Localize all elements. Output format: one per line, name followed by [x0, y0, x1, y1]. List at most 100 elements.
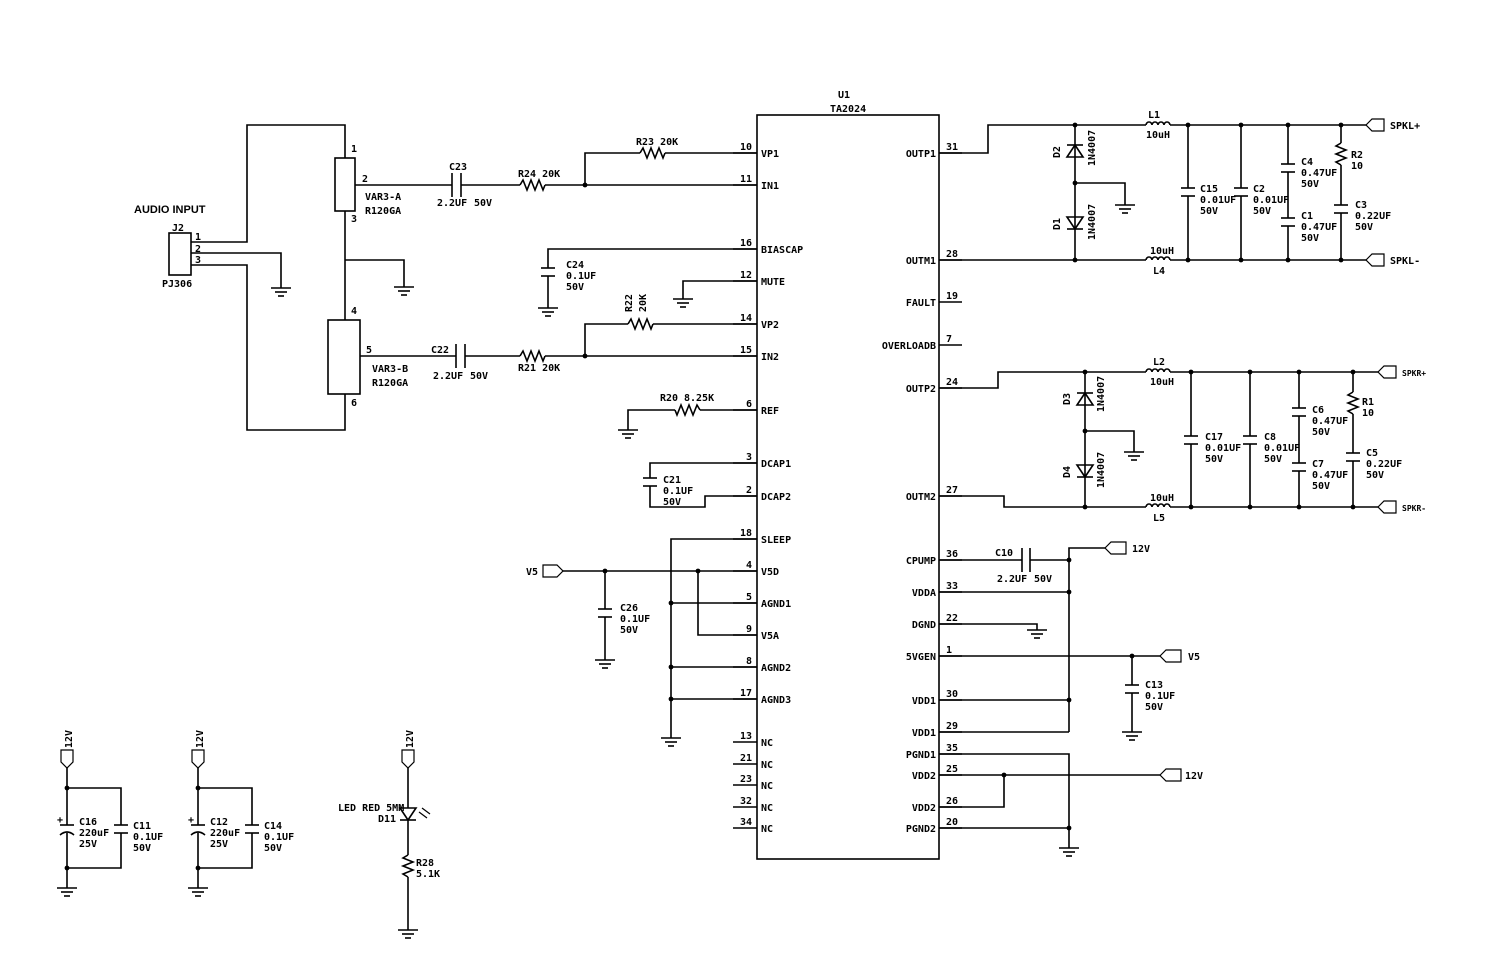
spkr-neg-port[interactable]: [1377, 500, 1397, 514]
l2-val: 10uH: [1150, 377, 1174, 388]
v5-port-right[interactable]: [1159, 649, 1182, 663]
pin-name: OUTM1: [906, 256, 936, 267]
12v-port-4[interactable]: [191, 749, 205, 769]
diode-d2[interactable]: [1065, 143, 1085, 158]
pot-var3-a[interactable]: [334, 157, 356, 212]
spkr-pos-port[interactable]: [1377, 365, 1397, 379]
12v-port-3[interactable]: [60, 749, 74, 769]
spkl-neg-port[interactable]: [1365, 253, 1385, 267]
resistor-r24[interactable]: [519, 177, 546, 193]
12v-port-2[interactable]: [1159, 768, 1182, 782]
c4-ref: C4: [1301, 157, 1313, 168]
cap-c17[interactable]: [1184, 372, 1198, 507]
resistor-r20[interactable]: [674, 402, 701, 418]
diode-d3[interactable]: [1075, 391, 1095, 406]
pin-number: 26: [946, 796, 958, 807]
r1-c5[interactable]: [1345, 372, 1361, 507]
pin-name: NC: [761, 738, 773, 749]
l1-ref: L1: [1148, 110, 1160, 121]
ground-icon: [57, 887, 77, 897]
c1-volt: 50V: [1301, 233, 1319, 244]
cap-c8[interactable]: [1243, 372, 1257, 507]
ic-u1[interactable]: U1 TA2024: [756, 90, 940, 860]
resistor-r23[interactable]: [639, 145, 666, 161]
d1-ref: D1: [1052, 218, 1063, 230]
ground-icon: [595, 659, 615, 669]
jack-j2[interactable]: [168, 232, 192, 276]
spkl-pos-port[interactable]: [1365, 118, 1385, 132]
inductor-l4[interactable]: [1145, 256, 1171, 261]
12v-port-5[interactable]: [401, 749, 415, 769]
resistor-r22[interactable]: [627, 316, 654, 332]
c7-volt: 50V: [1312, 481, 1330, 492]
diode-d1[interactable]: [1065, 216, 1085, 231]
r2-c3[interactable]: [1333, 125, 1349, 260]
led-d11[interactable]: [398, 807, 418, 822]
pot-var3-b[interactable]: [327, 319, 361, 395]
v5-port-left[interactable]: [542, 564, 564, 578]
r2-ref: R2: [1351, 150, 1363, 161]
d2-ref: D2: [1052, 146, 1063, 158]
c2-volt: 50V: [1253, 206, 1271, 217]
pin-number: 29: [946, 721, 958, 732]
inductor-l5[interactable]: [1145, 503, 1171, 508]
resistor-r21[interactable]: [519, 348, 546, 364]
pin-name: VP2: [761, 320, 779, 331]
c6-val: 0.47UF: [1312, 416, 1348, 427]
inductor-l2[interactable]: [1145, 368, 1171, 373]
d4-part: 1N4007: [1096, 452, 1107, 488]
resistor-r28[interactable]: [400, 854, 416, 878]
cap-c6-c7[interactable]: [1292, 372, 1306, 507]
pin-name: MUTE: [761, 277, 785, 288]
cap-c15[interactable]: [1181, 125, 1195, 260]
diode-d4[interactable]: [1075, 464, 1095, 479]
ground-symbols: [57, 204, 1144, 939]
12v-port-1[interactable]: [1104, 541, 1127, 555]
cap-c2[interactable]: [1234, 125, 1248, 260]
inductor-l1[interactable]: [1145, 121, 1171, 126]
l4-ref: L4: [1153, 266, 1165, 277]
audio-input-section: AUDIO INPUT J2 PJ306 1 2 3 1 2 3 VAR3-A …: [134, 124, 408, 431]
pot-a-pin-1: 1: [351, 144, 357, 155]
d11-part: LED RED 5MM: [338, 803, 404, 814]
cap-c4-c1[interactable]: [1281, 125, 1295, 260]
pin-number: 8: [746, 656, 752, 667]
c1-val: 0.47UF: [1301, 222, 1337, 233]
